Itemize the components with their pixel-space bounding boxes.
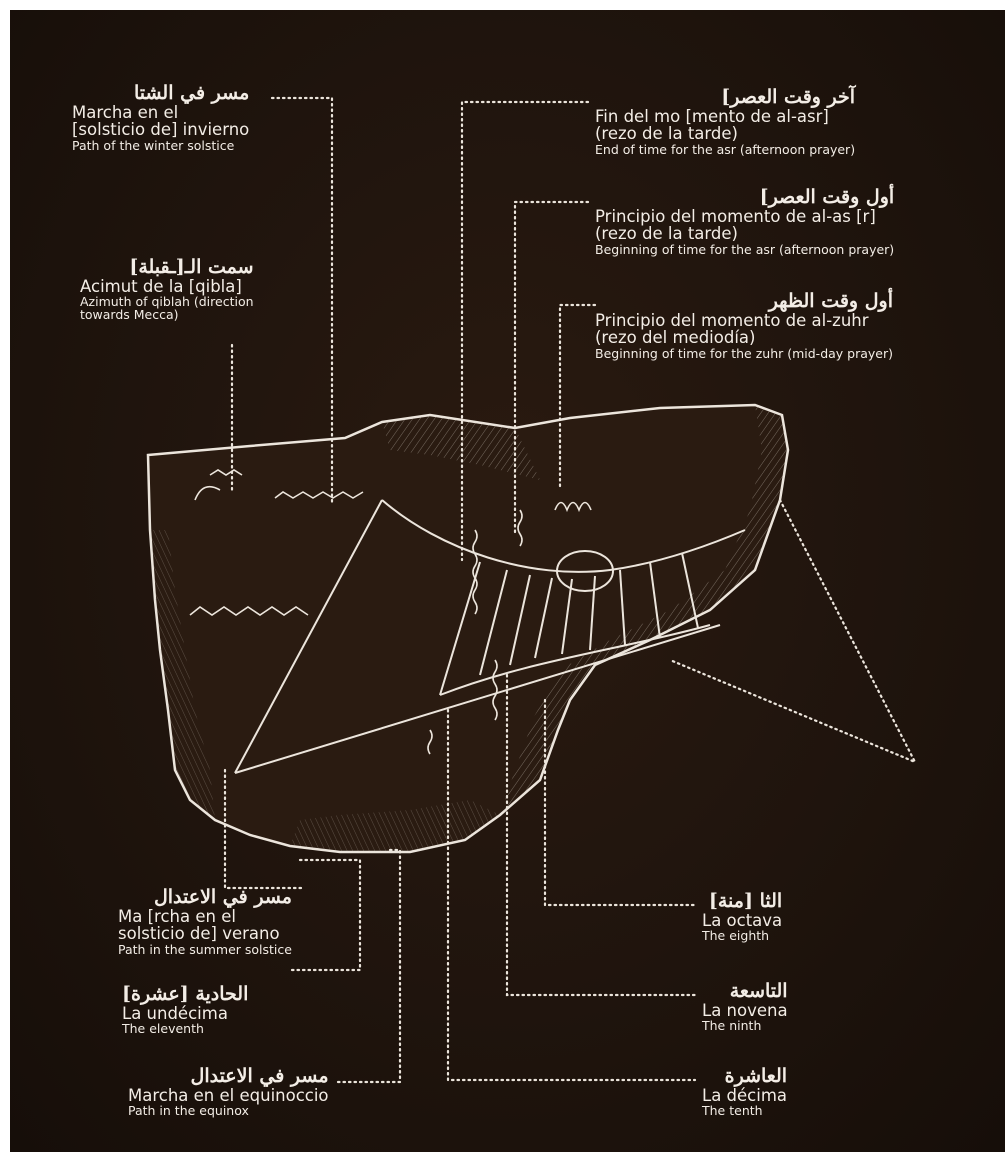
leader-eighth: [545, 700, 695, 905]
asr-begin-spanish-2: (rezo de la tarde): [595, 225, 894, 242]
eleventh-english: The eleventh: [122, 1022, 248, 1035]
dark-panel: مسر في الشتا Marcha en el [solsticio de]…: [10, 10, 1005, 1152]
zuhr-begin-label: أول وقت الظهر Principio del momento de a…: [595, 292, 893, 360]
ninth-english: The ninth: [702, 1019, 788, 1032]
zuhr-begin-spanish-1: Principio del momento de al-zuhr: [595, 312, 893, 329]
asr-end-arabic: آخر وقت العصر]: [595, 88, 855, 108]
summer-spanish-2: solsticio de] verano: [118, 925, 292, 942]
qiblah-english-2: towards Mecca): [80, 308, 254, 321]
ninth-arabic: التاسعة: [702, 982, 788, 1002]
stone-fragment: [148, 405, 788, 852]
asr-begin-label: أول وقت العصر] Principio del momento de …: [595, 188, 894, 256]
asr-begin-english: Beginning of time for the asr (afternoon…: [595, 243, 894, 256]
winter-solstice-label: مسر في الشتا Marcha en el [solsticio de]…: [72, 84, 249, 152]
equinox-spanish: Marcha en el equinoccio: [128, 1087, 329, 1104]
tenth-label: العاشرة La décima The tenth: [702, 1067, 787, 1117]
asr-end-english: End of time for the asr (afternoon praye…: [595, 143, 855, 156]
tenth-english: The tenth: [702, 1104, 787, 1117]
stone-face: [148, 405, 788, 852]
summer-arabic: مسر في الاعتدال: [118, 888, 292, 908]
equinox-english: Path in the equinox: [128, 1104, 329, 1117]
summer-spanish-1: Ma [rcha en el: [118, 908, 292, 925]
eighth-spanish: La octava: [702, 912, 782, 929]
eighth-english: The eighth: [702, 929, 782, 942]
ninth-label: التاسعة La novena The ninth: [702, 982, 788, 1032]
zuhr-begin-spanish-2: (rezo del mediodía): [595, 329, 893, 346]
winter-arabic: مسر في الشتا: [72, 84, 249, 104]
equinox-label: مسر في الاعتدال Marcha en el equinoccio …: [128, 1067, 329, 1117]
zuhr-begin-arabic: أول وقت الظهر: [595, 292, 893, 312]
leader-eleventh: [290, 860, 360, 970]
winter-english: Path of the winter solstice: [72, 139, 249, 152]
asr-end-label: آخر وقت العصر] Fin del mo [mento de al-a…: [595, 88, 855, 156]
tenth-arabic: العاشرة: [702, 1067, 787, 1087]
eleventh-label: الحادية [عشرة] La undécima The eleventh: [122, 985, 248, 1035]
winter-spanish-1: Marcha en el: [72, 104, 249, 121]
sundial-illustration: [10, 10, 1005, 1152]
asr-end-spanish-2: (rezo de la tarde): [595, 125, 855, 142]
tenth-spanish: La décima: [702, 1087, 787, 1104]
ninth-spanish: La novena: [702, 1002, 788, 1019]
zuhr-begin-english: Beginning of time for the zuhr (mid-day …: [595, 347, 893, 360]
leader-equinox: [335, 850, 400, 1082]
qiblah-label: سمت الـ[ـقبلة] Acimut de la [qibla] Azim…: [80, 258, 254, 322]
qiblah-spanish: Acimut de la [qibla]: [80, 278, 254, 295]
eighth-arabic: الثا [منة]: [702, 892, 782, 912]
equinox-arabic: مسر في الاعتدال: [128, 1067, 329, 1087]
eighth-label: الثا [منة] La octava The eighth: [702, 892, 782, 942]
asr-begin-arabic: أول وقت العصر]: [595, 188, 894, 208]
summer-english: Path in the summer solstice: [118, 943, 292, 956]
qiblah-arabic: سمت الـ[ـقبلة]: [80, 258, 254, 278]
winter-spanish-2: [solsticio de] invierno: [72, 121, 249, 138]
asr-begin-spanish-1: Principio del momento de al-as [r]: [595, 208, 894, 225]
eleventh-arabic: الحادية [عشرة]: [122, 985, 248, 1005]
asr-end-spanish-1: Fin del mo [mento de al-asr]: [595, 108, 855, 125]
eleventh-spanish: La undécima: [122, 1005, 248, 1022]
summer-solstice-label: مسر في الاعتدال Ma [rcha en el solsticio…: [118, 888, 292, 956]
